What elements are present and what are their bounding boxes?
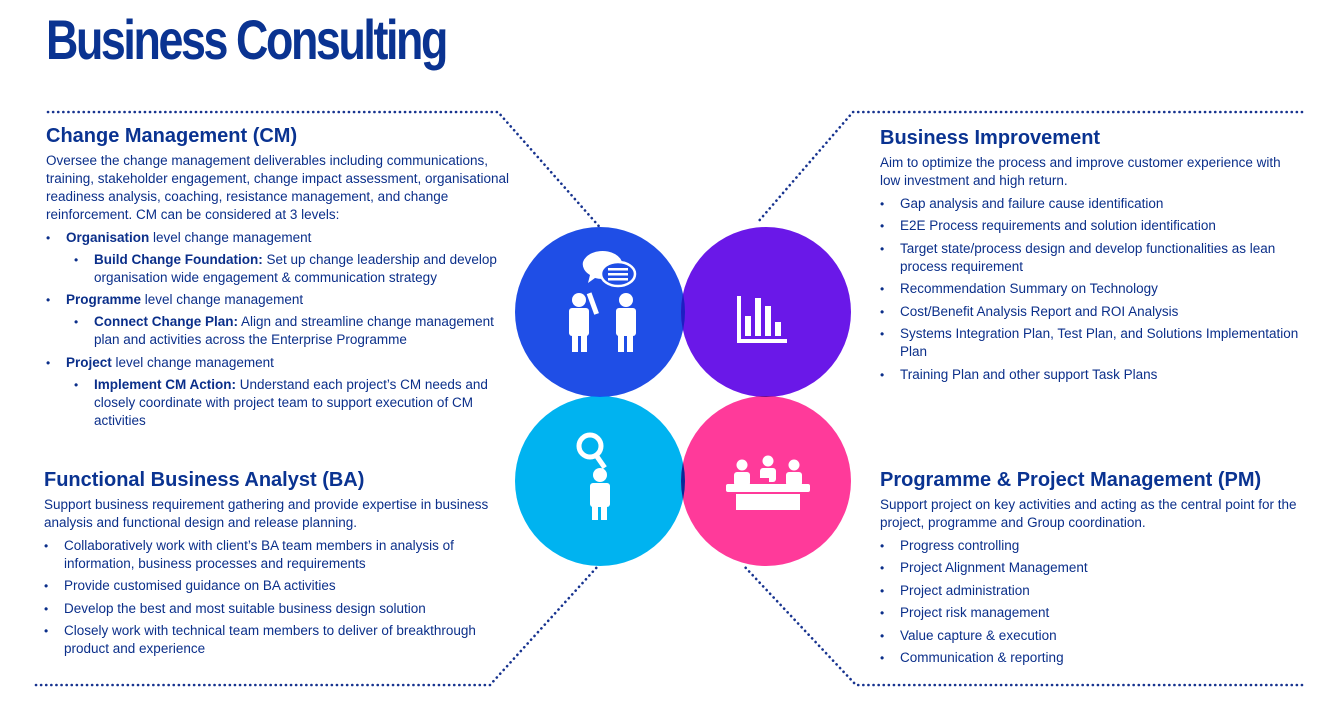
project-management-section: Programme & Project Management (PM) Supp…: [880, 468, 1310, 667]
cm-level-name: Organisation: [66, 229, 150, 245]
list-item: E2E Process requirements and solution id…: [880, 217, 1300, 235]
cm-level-text: level change management: [111, 354, 274, 370]
cm-sub-title: Connect Change Plan:: [94, 314, 239, 329]
list-item: Closely work with technical team members…: [44, 622, 514, 658]
business-analyst-description: Support business requirement gathering a…: [44, 497, 489, 530]
list-item: Recommendation Summary on Technology: [880, 280, 1300, 298]
cm-sub-text: Align and streamline change management p…: [94, 314, 494, 347]
list-item: Progress controlling: [880, 537, 1310, 555]
cm-sub-text: Understand each project’s CM needs and c…: [94, 376, 488, 428]
list-item: Training Plan and other support Task Pla…: [880, 366, 1300, 384]
list-item: Value capture & execution: [880, 627, 1310, 645]
bi-dotted-frame: [756, 110, 1304, 224]
list-item: Collaboratively work with client’s BA te…: [44, 537, 514, 573]
list-item: Target state/process design and develop …: [880, 240, 1300, 276]
pm-list: Progress controlling Project Alignment M…: [880, 537, 1310, 668]
cm-level-name: Project: [66, 354, 112, 370]
page-title: Business Consulting: [46, 8, 448, 71]
cm-dotted-frame: [46, 110, 606, 234]
change-management-section: Change Management (CM) Oversee the chang…: [46, 124, 516, 430]
project-management-heading: Programme & Project Management (PM): [880, 469, 1262, 491]
cm-sub-title: Build Change Foundation:: [94, 251, 263, 267]
list-item: Organisation level change management Bui…: [46, 229, 516, 287]
bar-chart-icon: [737, 296, 787, 343]
list-item: Project Alignment Management: [880, 559, 1310, 577]
list-item: Implement CM Action: Understand each pro…: [66, 376, 516, 430]
pm-dotted-frame: [742, 564, 1304, 687]
business-analyst-heading: Functional Business Analyst (BA): [44, 469, 365, 491]
project-management-description: Support project on key activities and ac…: [880, 497, 1297, 530]
list-item: Programme level change management Connec…: [46, 291, 516, 349]
list-item: Project risk management: [880, 604, 1310, 622]
list-item: Provide customised guidance on BA activi…: [44, 577, 514, 595]
bi-list: Gap analysis and failure cause identific…: [880, 195, 1300, 384]
cm-level-text: level change management: [141, 292, 304, 307]
change-management-heading: Change Management (CM): [46, 125, 298, 147]
list-item: Systems Integration Plan, Test Plan, and…: [880, 325, 1300, 361]
business-improvement-description: Aim to optimize the process and improve …: [880, 155, 1281, 188]
business-improvement-section: Business Improvement Aim to optimize the…: [880, 126, 1300, 384]
cm-levels-list: Organisation level change management Bui…: [46, 229, 516, 430]
cm-sub-title: Implement CM Action:: [94, 376, 237, 392]
cm-sub-text: Set up change leadership and develop org…: [94, 251, 497, 285]
business-analyst-section: Functional Business Analyst (BA) Support…: [44, 468, 514, 658]
ba-dotted-frame: [34, 564, 600, 687]
list-item: Build Change Foundation: Set up change l…: [66, 251, 516, 287]
ba-list: Collaboratively work with client’s BA te…: [44, 537, 514, 659]
team-meeting-icon: [726, 455, 810, 510]
business-improvement-heading: Business Improvement: [880, 127, 1101, 149]
analyst-magnifier-icon: [576, 432, 610, 520]
list-item: Project level change management Implemen…: [46, 354, 516, 430]
cm-level-text: level change management: [149, 229, 312, 245]
circle-change-management: [515, 227, 685, 397]
list-item: Develop the best and most suitable busin…: [44, 600, 514, 618]
people-discussion-icon: [569, 251, 637, 352]
list-item: Gap analysis and failure cause identific…: [880, 195, 1300, 213]
list-item: Cost/Benefit Analysis Report and ROI Ana…: [880, 303, 1300, 321]
cm-level-name: Programme: [66, 292, 142, 307]
change-management-description: Oversee the change management deliverabl…: [46, 153, 510, 222]
list-item: Connect Change Plan: Align and streamlin…: [66, 313, 516, 349]
list-item: Communication & reporting: [880, 649, 1310, 667]
list-item: Project administration: [880, 582, 1310, 600]
